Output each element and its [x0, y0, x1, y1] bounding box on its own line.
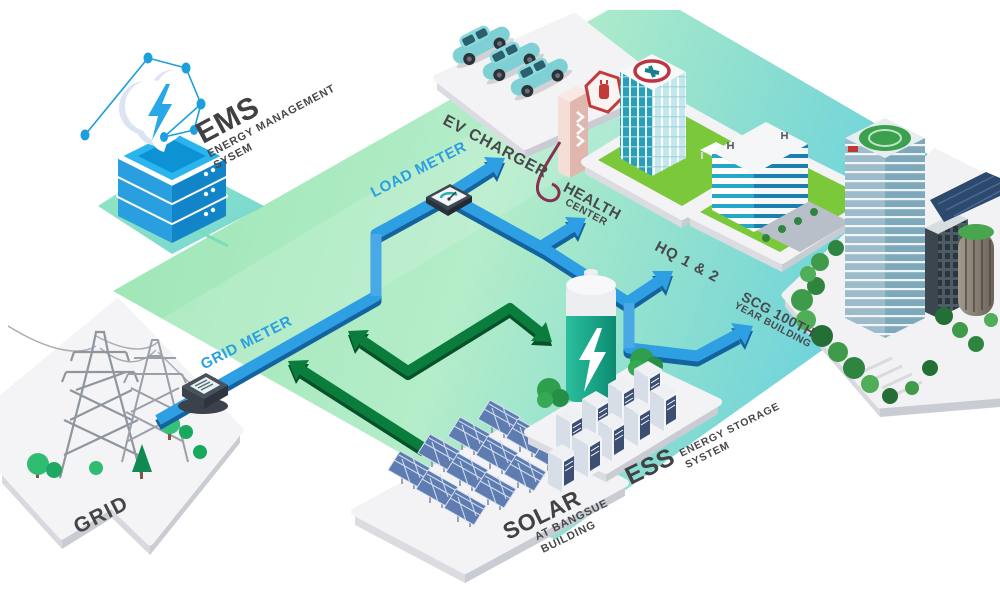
- scg-logo: [848, 146, 858, 152]
- tree: [935, 307, 953, 325]
- ev-car: [482, 41, 544, 85]
- solar-panel: [475, 435, 519, 474]
- charging-station: [535, 70, 624, 203]
- battery-cabinet: [624, 398, 652, 446]
- battery-cabinet: [650, 383, 678, 431]
- ev-charger-node: [433, 13, 666, 203]
- battery-cabinets: [548, 361, 678, 492]
- ev-cars: [452, 25, 572, 101]
- tree: [843, 357, 865, 379]
- hq-plaza: [756, 200, 850, 252]
- blue-riser: [371, 234, 382, 296]
- transmission-tower: [58, 330, 144, 479]
- cloud-lightning-icon: [148, 84, 172, 140]
- parking-strips: [861, 356, 923, 398]
- helipad: [859, 125, 911, 151]
- load-meter-device: [426, 184, 472, 216]
- tree: [828, 240, 844, 256]
- hq-building: [712, 122, 808, 232]
- tree: [811, 325, 833, 347]
- grid-node: [0, 298, 244, 555]
- arrow-to-hq: [652, 271, 673, 291]
- arrow-to-scg-building: [731, 323, 753, 345]
- tree: [791, 289, 813, 311]
- arrow-to-health-center: [565, 217, 586, 237]
- solar-panel: [503, 454, 547, 493]
- scg-solar-roof: [930, 172, 1000, 222]
- tree: [796, 310, 816, 330]
- ess-node: [524, 269, 722, 492]
- tree: [861, 375, 879, 393]
- arrow-solar-to-grid: [288, 360, 309, 380]
- tree: [807, 277, 825, 295]
- tree: [828, 342, 848, 362]
- solar-panel: [387, 450, 431, 489]
- charging-cable: [535, 141, 562, 203]
- ems-cloud: [119, 70, 211, 152]
- solar-panel: [415, 469, 459, 508]
- tree: [968, 336, 984, 352]
- arrow-to-ess: [531, 322, 552, 342]
- ess-exchange-line: [359, 303, 543, 376]
- health-building: [620, 54, 686, 176]
- solar-panel: [443, 488, 487, 527]
- green-flow-main: [299, 303, 543, 453]
- tree: [811, 253, 829, 271]
- hq-node: [686, 122, 884, 272]
- gauge-dial: [439, 191, 458, 199]
- hq-hedges: [762, 208, 818, 242]
- ems-node: [80, 52, 229, 243]
- grid-platform: [0, 298, 244, 546]
- ev-plug-icon: [599, 84, 609, 99]
- blue-flow-lines: [155, 157, 753, 430]
- solar-panel: [477, 399, 521, 438]
- scg-tower: [845, 118, 925, 338]
- scg-trees: [791, 240, 998, 404]
- solar-panel: [417, 433, 461, 472]
- blue-arrowheads: [484, 157, 753, 345]
- scg-round-building: [958, 224, 994, 316]
- arrow-to-ev-charger: [484, 157, 505, 177]
- scg-building-node: [781, 118, 1000, 417]
- solar-panel: [473, 471, 517, 510]
- transmission-tower: [121, 339, 189, 463]
- blue-riser: [624, 303, 635, 348]
- grid-meter-device: [178, 373, 228, 414]
- ev-car: [510, 57, 572, 101]
- battery-cabinet: [574, 429, 602, 477]
- charger-chevrons: [576, 111, 585, 147]
- tree: [984, 313, 998, 327]
- arrow-ess-to-grid: [348, 330, 369, 350]
- tree: [952, 322, 968, 338]
- green-roof: [958, 224, 994, 240]
- green-flow-lines: [288, 303, 552, 457]
- battery-cabinet: [548, 444, 576, 492]
- hq-roof-logo: [727, 132, 788, 149]
- tree: [882, 388, 898, 404]
- battery-lightning-icon: [579, 328, 606, 392]
- battery-cabinet: [598, 413, 626, 461]
- ems-network: [80, 52, 206, 142]
- solar-panel: [447, 416, 491, 455]
- tree: [905, 381, 919, 395]
- ev-car: [452, 25, 514, 69]
- green-arrowheads: [288, 322, 552, 380]
- battery: [566, 269, 616, 402]
- solar-panel: [445, 452, 489, 491]
- tree: [922, 360, 938, 376]
- solar-export-line: [299, 365, 427, 453]
- tree: [800, 266, 816, 282]
